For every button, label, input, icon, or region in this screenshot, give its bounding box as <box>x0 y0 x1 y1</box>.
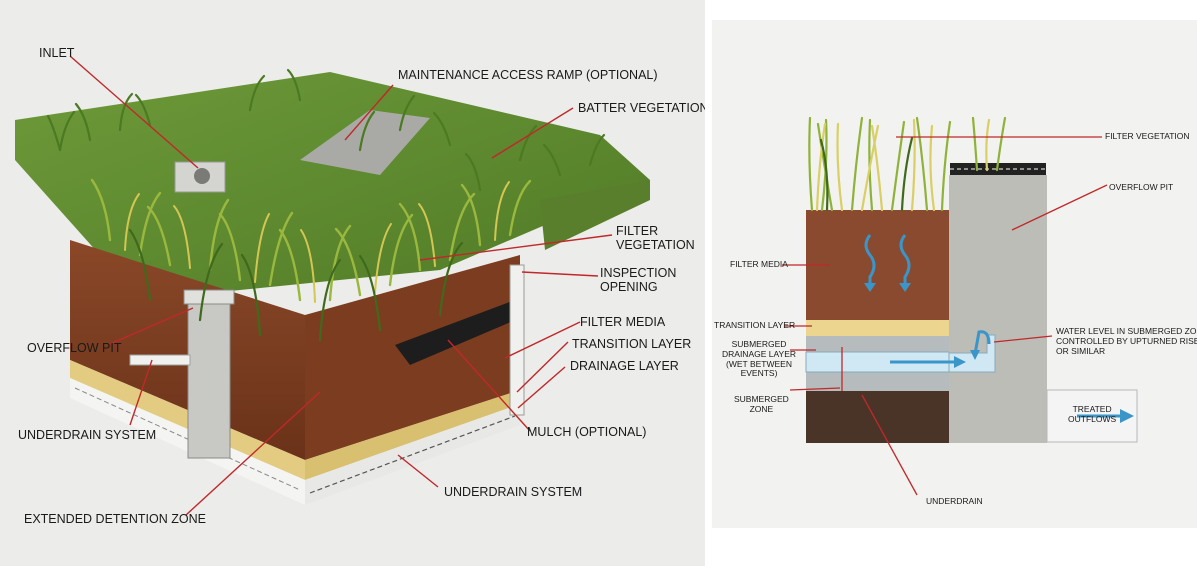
label-drainage-layer: DRAINAGE LAYER <box>570 359 679 373</box>
water-flow-arrows <box>864 234 1122 418</box>
label-section-underdrain: UNDERDRAIN <box>926 496 983 506</box>
label-section-filter-media: FILTER MEDIA <box>730 259 788 269</box>
label-mulch: MULCH (OPTIONAL) <box>527 425 647 439</box>
label-overflow-pit: OVERFLOW PIT <box>27 341 122 355</box>
label-extended-detention-zone: EXTENDED DETENTION ZONE <box>24 512 206 526</box>
bioretention-3d-illustration <box>15 55 650 516</box>
label-transition-layer: TRANSITION LAYER <box>572 337 692 351</box>
label-underdrain-system-left: UNDERDRAIN SYSTEM <box>18 428 157 442</box>
label-section-overflow-pit: OVERFLOW PIT <box>1109 182 1174 192</box>
label-section-submerged-drainage: SUBMERGED DRAINAGE LAYER (WET BETWEEN EV… <box>722 339 797 379</box>
bioretention-section-illustration <box>782 116 1138 496</box>
mulch-area <box>395 300 520 365</box>
label-section-treated-outflows: TREATED OUTFLOWS <box>1068 404 1117 424</box>
filter-vegetation-section <box>808 116 1007 212</box>
leader-lines <box>69 55 613 516</box>
transition-layer-section <box>806 320 949 336</box>
label-filter-media: FILTER MEDIA <box>580 315 666 329</box>
maintenance-ramp <box>300 110 430 175</box>
bioretention-3d-diagram: INLET MAINTENANCE ACCESS RAMP (OPTIONAL)… <box>0 0 705 566</box>
label-section-water-level: WATER LEVEL IN SUBMERGED ZONE CONTROLLED… <box>1056 326 1197 356</box>
overflow-pit-structure <box>187 297 231 459</box>
inspection-pipe <box>509 264 525 416</box>
label-section-filter-vegetation: FILTER VEGETATION <box>1105 131 1190 141</box>
section-leader-lines <box>782 136 1108 496</box>
label-inlet: INLET <box>39 46 75 60</box>
label-filter-vegetation: FILTER VEGETATION <box>616 224 695 253</box>
label-maintenance-access-ramp: MAINTENANCE ACCESS RAMP (OPTIONAL) <box>398 68 658 82</box>
label-section-transition-layer: TRANSITION LAYER <box>714 320 796 330</box>
label-underdrain-system-bottom: UNDERDRAIN SYSTEM <box>444 485 583 499</box>
label-inspection-opening: INSPECTION OPENING <box>600 266 677 295</box>
overflow-pit-section <box>949 175 1047 443</box>
label-section-submerged-zone: SUBMERGED ZONE <box>734 394 789 414</box>
filter-vegetation-reeds <box>46 68 606 342</box>
batter-ground <box>15 72 650 300</box>
bioretention-section-diagram: FILTER VEGETATION OVERFLOW PIT FILTER ME… <box>712 20 1197 528</box>
label-batter-vegetation: BATTER VEGETATION <box>578 101 705 115</box>
